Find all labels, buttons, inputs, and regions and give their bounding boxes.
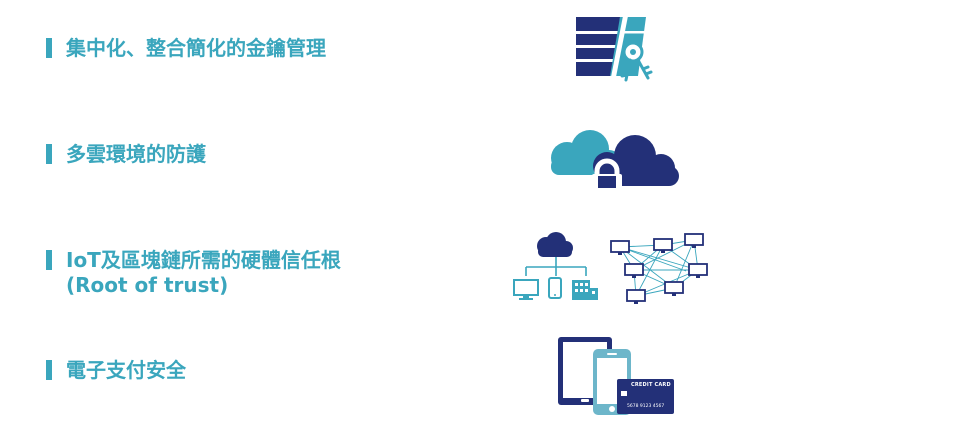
feature-row-key-management: 集中化、整合簡化的金鑰管理: [46, 36, 326, 61]
bullet-bar: [46, 250, 52, 270]
cloud-icon: [537, 232, 573, 257]
feature-label-sub: (Root of trust): [66, 273, 229, 297]
credit-card-title: CREDIT CARD: [631, 382, 671, 388]
iot-blockchain-network-icon: [513, 232, 708, 304]
credit-card-icon: [617, 379, 674, 414]
bullet-bar: [46, 360, 52, 380]
key-management-icon: [576, 16, 653, 82]
desktop-icon: [513, 279, 539, 300]
feature-label: 集中化、整合簡化的金鑰管理: [66, 36, 326, 60]
credit-card-number: 5678 9123 4567: [627, 404, 665, 409]
network-node-icons: [610, 233, 708, 302]
feature-label: 電子支付安全: [66, 358, 186, 382]
feature-row-electronic-payment: 電子支付安全: [46, 358, 186, 383]
feature-row-iot-blockchain: IoT及區塊鏈所需的硬體信任根 (Root of trust): [46, 248, 341, 298]
building-icon: [572, 280, 598, 300]
feature-row-multi-cloud: 多雲環境的防護: [46, 142, 206, 167]
multi-cloud-lock-icon: [551, 130, 679, 188]
bullet-bar: [46, 144, 52, 164]
feature-label: 多雲環境的防護: [66, 142, 206, 166]
electronic-payment-icon: CREDIT CARD 5678 9123 4567: [556, 335, 676, 417]
phone-icon: [548, 277, 562, 299]
bullet-bar: [46, 38, 52, 58]
feature-label: IoT及區塊鏈所需的硬體信任根: [66, 248, 341, 272]
